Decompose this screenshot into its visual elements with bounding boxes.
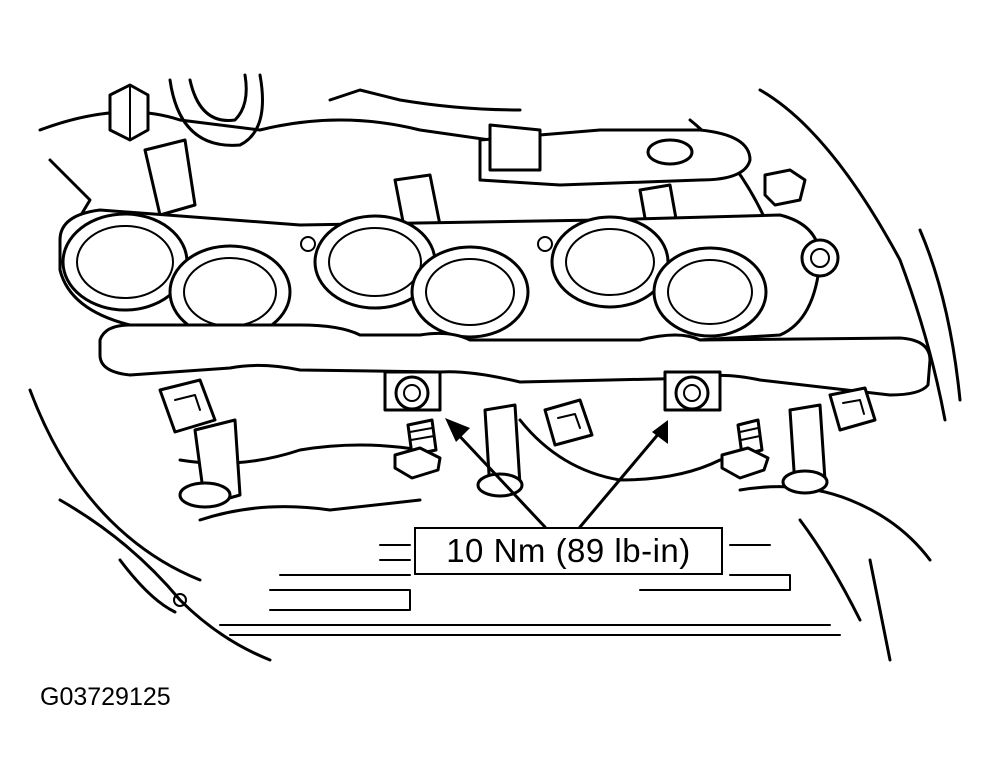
lower-injectors: [178, 403, 829, 509]
injector-connectors: [158, 378, 877, 447]
figure-id: G03729125: [40, 683, 171, 711]
cover-bar: [478, 123, 807, 207]
rail-mount-left: [383, 370, 442, 412]
upper-pulley: [168, 73, 264, 147]
torx-bolt: [800, 238, 840, 278]
fuel-rail: [98, 323, 932, 397]
torque-leaders: [445, 418, 668, 529]
torque-spec-label: 10 Nm (89 lb-in): [414, 527, 723, 575]
right-stud: [720, 418, 770, 480]
intake-gasket: [58, 208, 822, 347]
upper-bolt: [108, 83, 197, 217]
lower-housing: [118, 558, 187, 614]
rail-mount-right: [663, 370, 722, 412]
left-stud: [393, 418, 442, 480]
